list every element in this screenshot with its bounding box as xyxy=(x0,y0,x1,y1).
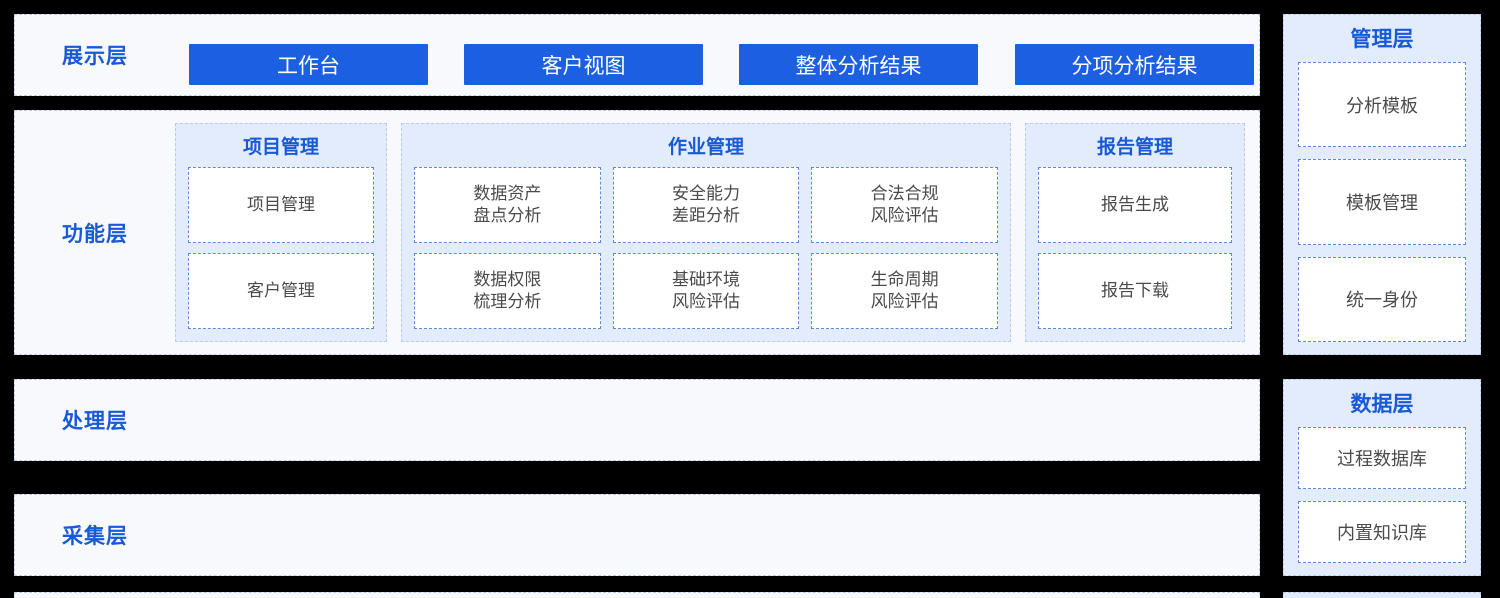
functional-column: 安全能力 差距分析 基础环境 风险评估 xyxy=(612,167,800,329)
functional-cell-project-management[interactable]: 项目管理 xyxy=(188,167,374,243)
functional-cell-data-permission-sorting-analysis[interactable]: 数据权限 梳理分析 xyxy=(414,253,601,329)
functional-cell-report-generation[interactable]: 报告生成 xyxy=(1038,167,1232,243)
data-layer-sidebar: 数据层 过程数据库 内置知识库 xyxy=(1283,379,1481,576)
functional-layer-label-wrap: 功能层 xyxy=(15,111,175,354)
presentation-button-overall-analysis-result[interactable]: 整体分析结果 xyxy=(739,44,978,85)
management-layer-items: 分析模板 模板管理 统一身份 xyxy=(1298,62,1466,342)
collection-layer-label: 采集层 xyxy=(62,525,128,548)
functional-group-title-report-management: 报告管理 xyxy=(1096,137,1173,158)
functional-cell-security-capability-gap-analysis[interactable]: 安全能力 差距分析 xyxy=(612,167,800,243)
functional-layer-groups: 项目管理 项目管理 客户管理 作业管理 数据资产 盘点分析 数据权限 梳理分析 xyxy=(175,111,1259,354)
presentation-layer-label: 展示层 xyxy=(62,45,128,68)
functional-cell-data-asset-inventory-analysis[interactable]: 数据资产 盘点分析 xyxy=(414,167,601,243)
next-layer-band-partial xyxy=(14,592,1260,598)
functional-layer-band: 功能层 项目管理 项目管理 客户管理 作业管理 数据资产 盘点分析 xyxy=(14,110,1260,355)
functional-column: 合法合规 风险评估 生命周期 风险评估 xyxy=(811,167,999,329)
functional-group-title-project-management: 项目管理 xyxy=(242,137,319,158)
management-item-template-management[interactable]: 模板管理 xyxy=(1298,159,1466,245)
functional-group-project-management: 项目管理 项目管理 客户管理 xyxy=(175,123,387,342)
functional-group-columns: 数据资产 盘点分析 数据权限 梳理分析 安全能力 差距分析 基础环境 风险评估 … xyxy=(414,167,999,329)
functional-cell-basic-environment-risk-assessment[interactable]: 基础环境 风险评估 xyxy=(612,253,800,329)
processing-layer-label: 处理层 xyxy=(62,410,128,433)
functional-column: 数据资产 盘点分析 数据权限 梳理分析 xyxy=(414,167,601,329)
functional-cell-report-download[interactable]: 报告下载 xyxy=(1038,253,1232,329)
data-item-process-database[interactable]: 过程数据库 xyxy=(1298,427,1466,489)
presentation-button-itemized-analysis-result[interactable]: 分项分析结果 xyxy=(1015,44,1254,85)
functional-column: 报告生成 报告下载 xyxy=(1038,167,1232,329)
processing-layer-band: 处理层 过程数据预处理 数据关系计算 风险计算引擎 xyxy=(14,379,1260,461)
presentation-layer-band: 展示层 工作台 客户视图 整体分析结果 分项分析结果 xyxy=(14,14,1260,96)
functional-cell-customer-management[interactable]: 客户管理 xyxy=(188,253,374,329)
functional-group-title-job-management: 作业管理 xyxy=(667,137,744,158)
management-layer-title: 管理层 xyxy=(1350,28,1414,51)
processing-layer-buttons: 过程数据预处理 数据关系计算 风险计算引擎 xyxy=(175,380,1259,460)
functional-group-report-management: 报告管理 报告生成 报告下载 xyxy=(1025,123,1245,342)
functional-layer-label: 功能层 xyxy=(62,222,128,246)
data-layer-title: 数据层 xyxy=(1350,393,1414,416)
functional-cell-legal-compliance-risk-assessment[interactable]: 合法合规 风险评估 xyxy=(811,167,999,243)
functional-group-columns: 项目管理 客户管理 xyxy=(188,167,374,329)
data-item-builtin-knowledge-base[interactable]: 内置知识库 xyxy=(1298,501,1466,563)
functional-cell-lifecycle-risk-assessment[interactable]: 生命周期 风险评估 xyxy=(811,253,999,329)
functional-group-columns: 报告生成 报告下载 xyxy=(1038,167,1232,329)
functional-group-job-management: 作业管理 数据资产 盘点分析 数据权限 梳理分析 安全能力 差距分析 基础环境 … xyxy=(401,123,1011,342)
presentation-button-workbench[interactable]: 工作台 xyxy=(189,44,428,85)
management-item-unified-identity[interactable]: 统一身份 xyxy=(1298,256,1466,342)
presentation-layer-buttons: 工作台 客户视图 整体分析结果 分项分析结果 xyxy=(175,15,1259,95)
data-layer-items: 过程数据库 内置知识库 xyxy=(1298,427,1466,563)
management-item-analysis-template[interactable]: 分析模板 xyxy=(1298,62,1466,148)
management-layer-sidebar: 管理层 分析模板 模板管理 统一身份 xyxy=(1283,14,1481,355)
functional-column: 项目管理 客户管理 xyxy=(188,167,374,329)
presentation-button-customer-view[interactable]: 客户视图 xyxy=(464,44,703,85)
next-sidebar-partial xyxy=(1283,592,1481,598)
